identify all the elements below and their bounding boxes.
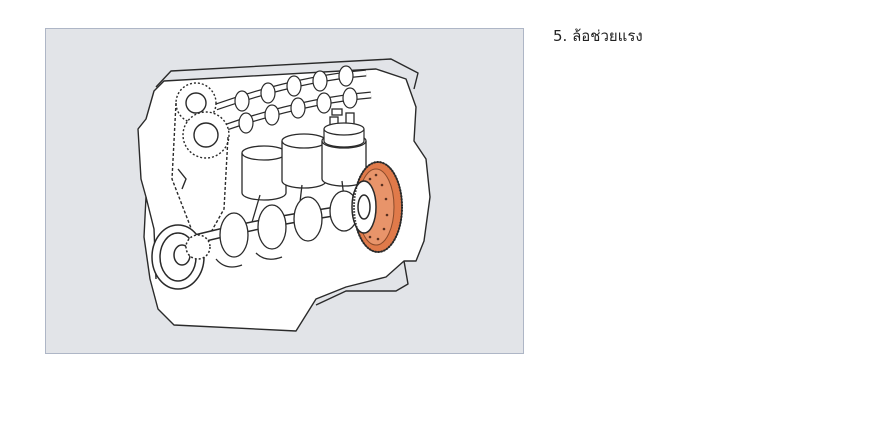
engine-illustration [137,58,431,332]
crank-pulley [151,224,211,290]
engine-illustration-panel [45,28,524,354]
caption-text: 5. ล้อช่วยแรง [553,27,643,45]
piston [323,122,365,148]
timing-gears [171,82,230,242]
flywheel [351,161,403,253]
crankshaft [194,180,367,268]
camshafts [214,65,372,134]
